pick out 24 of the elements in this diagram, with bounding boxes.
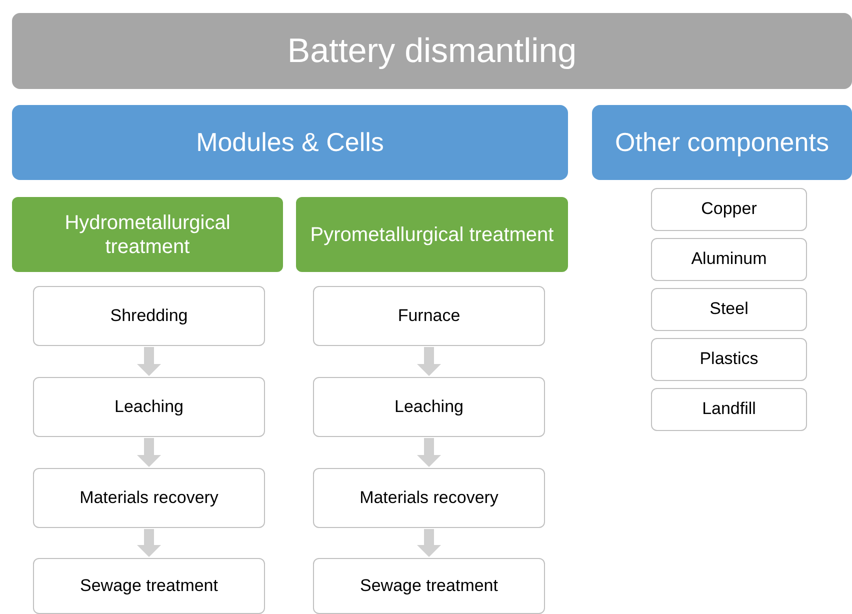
process-step-box: Furnace (313, 286, 545, 346)
process-step-box: Materials recovery (313, 468, 545, 528)
arrow (137, 347, 161, 376)
arrow (417, 529, 441, 557)
arrow (417, 438, 441, 467)
category-header: Modules & Cells (12, 105, 568, 180)
component-box: Copper (651, 188, 807, 231)
arrow (137, 438, 161, 467)
process-step-box: Sewage treatment (33, 558, 265, 614)
process-step-box: Leaching (313, 377, 545, 437)
component-box: Landfill (651, 388, 807, 431)
process-step-box: Leaching (33, 377, 265, 437)
arrow (137, 529, 161, 557)
title-banner: Battery dismantling (12, 13, 852, 89)
component-box: Aluminum (651, 238, 807, 281)
category-header: Other components (592, 105, 852, 180)
component-box: Plastics (651, 338, 807, 381)
arrow (417, 347, 441, 376)
process-step-box: Shredding (33, 286, 265, 346)
method-header: Hydrometallurgical treatment (12, 197, 283, 272)
process-step-box: Sewage treatment (313, 558, 545, 614)
component-box: Steel (651, 288, 807, 331)
process-step-box: Materials recovery (33, 468, 265, 528)
method-header: Pyrometallurgical treatment (296, 197, 568, 272)
